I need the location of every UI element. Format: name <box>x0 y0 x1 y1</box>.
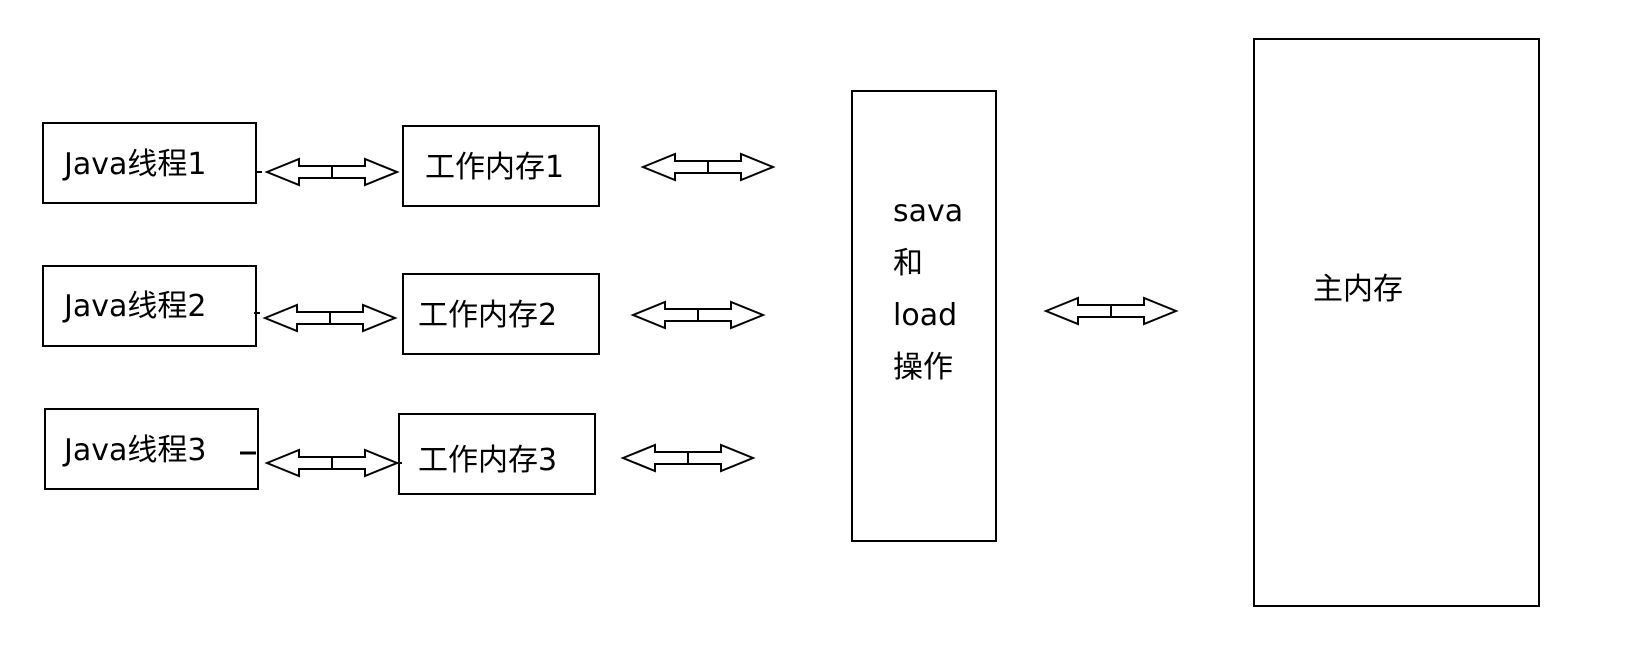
thread-box-3 <box>44 408 259 490</box>
arrow-work-save-1 <box>642 153 774 181</box>
arrow-thread-work-3 <box>266 449 398 477</box>
save-load-label: sava 和 load 操作 <box>893 186 963 394</box>
save-load-line-4: 操作 <box>893 350 953 385</box>
arrow-thread-work-2 <box>264 304 396 332</box>
work-memory-box-3 <box>398 413 596 495</box>
arrow-work-save-3 <box>622 444 754 472</box>
main-memory-label: 主内存 <box>1313 272 1403 307</box>
save-load-box <box>851 90 997 542</box>
thread-label-3: Java线程3 <box>64 433 207 468</box>
thread-label-1: Java线程1 <box>64 147 207 182</box>
thread-box-2 <box>42 265 257 347</box>
work-memory-box-1 <box>402 125 600 207</box>
work-memory-label-2: 工作内存2 <box>418 298 558 333</box>
arrow-work-save-2 <box>632 301 764 329</box>
save-load-line-2: 和 <box>893 246 923 281</box>
arrow-thread-work-1 <box>266 158 398 186</box>
work-memory-label-1: 工作内存1 <box>425 150 565 185</box>
arrow-save-main <box>1045 297 1177 325</box>
save-load-line-3: load <box>893 298 958 333</box>
save-load-line-1: sava <box>893 194 964 229</box>
work-memory-label-3: 工作内存3 <box>418 443 558 478</box>
thread-label-2: Java线程2 <box>64 289 207 324</box>
thread-box-1 <box>42 122 257 204</box>
main-memory-box <box>1253 38 1540 607</box>
work-memory-box-2 <box>402 273 600 355</box>
